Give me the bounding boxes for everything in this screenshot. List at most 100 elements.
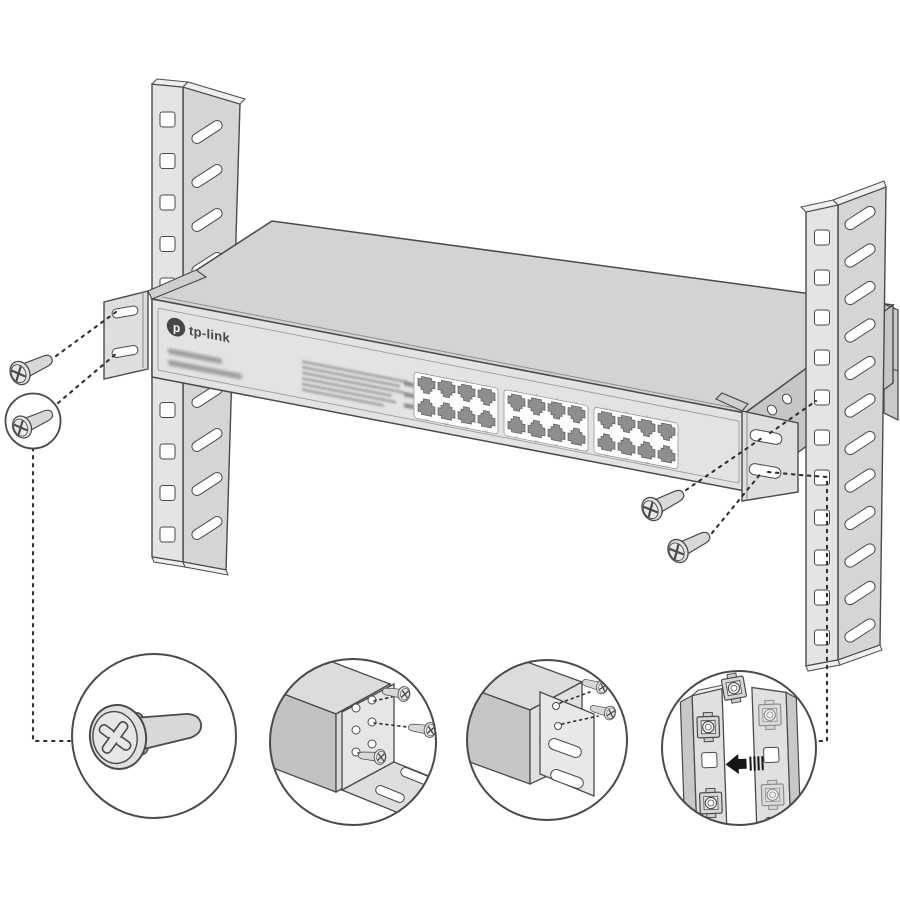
port-number: 1 <box>426 372 428 376</box>
rail-square-hole <box>159 194 176 211</box>
callout-screw-detail <box>88 704 203 770</box>
rj45-port <box>547 401 566 420</box>
led-legend-blurred <box>302 360 414 410</box>
port-number: 22 <box>625 457 629 462</box>
rj45-port <box>437 379 456 399</box>
rail-slot-hole <box>191 515 223 541</box>
rj45-port <box>507 415 526 435</box>
rj45-port <box>567 427 586 446</box>
port-number: 6 <box>536 393 538 397</box>
rail-slot-hole <box>844 505 876 531</box>
screw-magnifier <box>4 392 62 450</box>
rail-slot-hole <box>844 355 876 381</box>
port-number: 16 <box>485 429 489 434</box>
screw-right-upper <box>636 481 690 526</box>
front-panel: p tp-link 113214315416517618719820921102… <box>157 307 740 484</box>
rail-square-hole <box>814 629 830 646</box>
right-ear-plate <box>741 410 799 502</box>
tp-link-logo: p tp-link <box>166 317 230 346</box>
insert-arrow-icon <box>725 754 747 775</box>
left-ear-slot <box>111 305 139 319</box>
port-number: 4 <box>486 383 488 387</box>
port-number: 9 <box>606 407 608 411</box>
port-number: 5 <box>516 389 518 393</box>
rail-square-hole <box>159 111 176 128</box>
cage-nut <box>698 787 724 819</box>
rail-square-hole <box>159 526 176 543</box>
rail-slot-hole <box>844 543 876 568</box>
port-number: 20 <box>575 447 579 452</box>
right-rail-square-holes <box>814 229 830 646</box>
port-number: 17 <box>515 435 519 440</box>
screw-left-upper <box>5 346 58 389</box>
rail-slot-hole <box>844 205 876 231</box>
cage-nut-ghost <box>760 779 785 811</box>
rail-slot-hole <box>844 430 876 456</box>
port-number: 19 <box>555 443 559 448</box>
cage-nut-ghost <box>757 699 782 731</box>
rail-square-hole <box>814 349 830 366</box>
phillips-cross-icon <box>98 721 132 754</box>
cage-nut <box>696 711 721 743</box>
model-text-blurred <box>168 348 242 380</box>
rail-slot-hole <box>844 580 876 606</box>
rail-square-hole <box>159 443 176 460</box>
rail-square-hole <box>814 549 830 566</box>
rj45-port <box>597 433 616 452</box>
port-number: 7 <box>556 397 558 401</box>
right-rack-rail <box>799 180 887 672</box>
rj45-port <box>567 405 586 424</box>
rail-slot-hole <box>191 427 223 453</box>
rj45-port <box>417 376 436 395</box>
port-number: 24 <box>665 464 669 469</box>
rj45-port <box>527 419 546 439</box>
port-number: 15 <box>465 426 469 431</box>
rail-slot-hole <box>191 471 223 497</box>
rj45-port <box>437 402 456 421</box>
logo-glyph: p <box>173 320 180 335</box>
left-ear-slot <box>111 345 139 358</box>
rj45-port <box>527 397 546 416</box>
rail-square-hole <box>159 402 176 418</box>
port-number: 2 <box>446 376 448 380</box>
rj45-port <box>637 418 656 438</box>
callout-circle-4 <box>661 670 817 826</box>
port-number: 12 <box>665 418 669 423</box>
rail-slot-hole <box>844 280 876 306</box>
rj45-port <box>617 437 636 456</box>
rj45-port <box>657 445 676 464</box>
rail-square-hole <box>814 389 830 406</box>
leader-lines <box>31 310 829 743</box>
port-number: 8 <box>576 401 578 405</box>
port-number: 10 <box>625 410 629 415</box>
rail-square-hole <box>159 485 176 501</box>
port-number: 23 <box>645 461 649 466</box>
port-number: 3 <box>466 379 468 383</box>
rail-slot-hole <box>844 468 876 493</box>
panel-inset-border <box>157 307 740 484</box>
rj45-port <box>597 411 616 430</box>
rail-square-hole <box>814 229 830 246</box>
right-rail-slot-holes <box>844 205 876 643</box>
rj45-port <box>507 393 526 412</box>
rj45-port <box>477 387 496 406</box>
port-number: 13 <box>425 418 429 423</box>
rail-square-hole <box>814 469 830 486</box>
rj45-port <box>477 410 496 429</box>
rail-square-hole <box>159 153 176 169</box>
callout-circle-3 <box>466 659 628 821</box>
rail-slot-hole <box>191 163 223 189</box>
port-number: 14 <box>445 422 449 427</box>
rj45-port <box>457 383 476 403</box>
rail-slot-hole <box>844 318 876 343</box>
rail-slot-hole <box>844 393 876 418</box>
rail-slot-hole <box>191 207 223 233</box>
port-number: 11 <box>645 414 649 419</box>
rail-square-hole <box>814 309 830 326</box>
rj45-port <box>657 422 676 441</box>
rail-square-hole <box>814 269 830 286</box>
rail-slot-hole <box>844 243 876 268</box>
callout-circle-1 <box>71 653 237 819</box>
